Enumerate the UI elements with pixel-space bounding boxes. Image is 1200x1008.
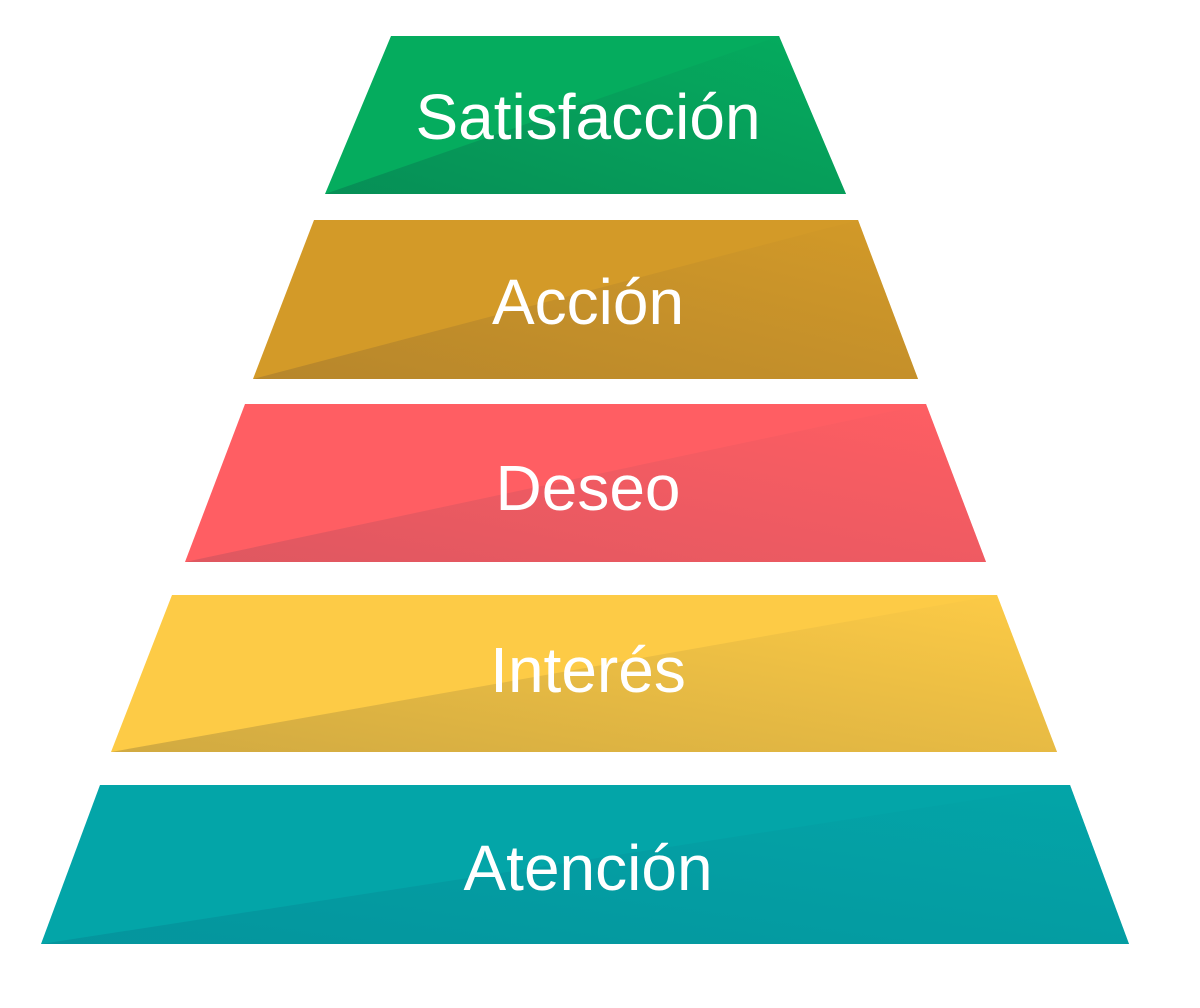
tier-atencion: Atención <box>41 785 1129 944</box>
tier-interes: Interés <box>111 595 1057 752</box>
tier-satisfaccion: Satisfacción <box>325 36 846 194</box>
tier-atencion-label: Atención <box>463 832 712 904</box>
tier-atencion-shade <box>41 785 1129 944</box>
tier-interes-shade <box>111 595 1057 752</box>
tier-accion-shade <box>253 220 918 379</box>
tier-accion: Acción <box>253 220 918 379</box>
tier-deseo: Deseo <box>185 404 986 562</box>
tier-deseo-shade <box>185 404 986 562</box>
tier-satisfaccion-label: Satisfacción <box>415 81 760 153</box>
tier-interes-label: Interés <box>490 634 686 706</box>
tier-satisfaccion-shade <box>325 36 846 194</box>
tier-deseo-label: Deseo <box>496 452 681 524</box>
tier-accion-label: Acción <box>492 266 684 338</box>
